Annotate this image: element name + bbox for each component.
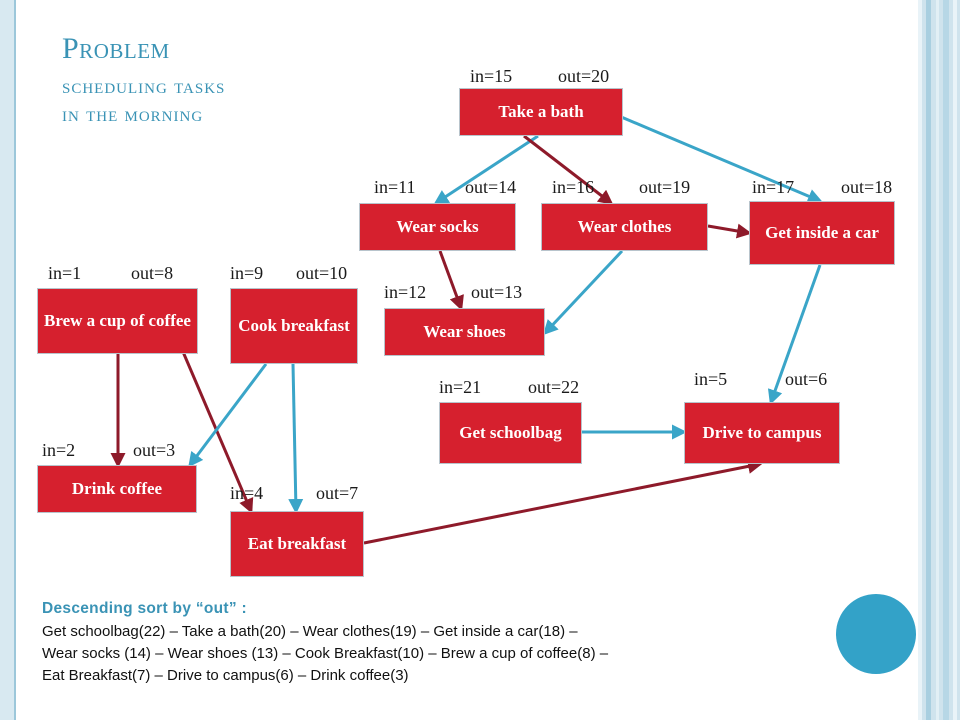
out-label-cook: out=10 bbox=[296, 263, 348, 283]
sort-line-2: Wear socks (14) – Wear shoes (13) – Cook… bbox=[42, 645, 609, 663]
left-decorative-line bbox=[14, 0, 16, 720]
in-label-eat: in=4 bbox=[230, 483, 264, 503]
slide-title: Problem scheduling tasks in the morning bbox=[62, 34, 225, 129]
right-decorative-stripes bbox=[918, 0, 960, 720]
out-label-bath: out=20 bbox=[558, 66, 610, 86]
node-shoes: Wear shoes bbox=[384, 308, 545, 356]
out-label-clothes: out=19 bbox=[639, 177, 691, 197]
node-eat: Eat breakfast bbox=[230, 511, 364, 577]
node-schoolbag: Get schoolbag bbox=[439, 402, 582, 464]
out-label-car: out=18 bbox=[841, 177, 893, 197]
out-label-drinkcoffee: out=3 bbox=[133, 440, 176, 460]
subtitle-line-2: in the morning bbox=[62, 102, 204, 127]
edge-bath-to-car bbox=[599, 106, 823, 204]
node-bath: Take a bath bbox=[459, 88, 623, 136]
in-label-car: in=17 bbox=[752, 177, 795, 197]
in-label-socks: in=11 bbox=[374, 177, 416, 197]
subtitle-line-1: scheduling tasks bbox=[62, 74, 226, 98]
edge-cook-to-drinkcoffee bbox=[188, 363, 268, 468]
sort-line-1: Get schoolbag(22) – Take a bath(20) – We… bbox=[42, 623, 578, 640]
edge-socks-to-shoes bbox=[438, 250, 464, 311]
in-label-clothes: in=16 bbox=[552, 177, 595, 197]
sort-line-3: Eat Breakfast(7) – Drive to campus(6) – … bbox=[42, 667, 409, 685]
sort-description: Descending sort by “out” : Get schoolbag… bbox=[42, 600, 902, 688]
in-label-shoes: in=12 bbox=[384, 282, 427, 302]
title-main: Problem bbox=[62, 32, 170, 65]
edge-cook-to-eat bbox=[288, 363, 304, 514]
in-label-drinkcoffee: in=2 bbox=[42, 440, 76, 460]
in-label-coffee: in=1 bbox=[48, 263, 82, 283]
out-label-drive: out=6 bbox=[785, 369, 828, 389]
node-cook: Cook breakfast bbox=[230, 288, 358, 364]
in-label-cook: in=9 bbox=[230, 263, 264, 283]
in-label-schoolbag: in=21 bbox=[439, 377, 482, 397]
edge-bath-to-socks bbox=[433, 134, 539, 205]
out-label-shoes: out=13 bbox=[471, 282, 523, 302]
edge-coffee-to-eat bbox=[170, 325, 254, 514]
in-label-bath: in=15 bbox=[470, 66, 513, 86]
node-clothes: Wear clothes bbox=[541, 203, 708, 251]
out-label-socks: out=14 bbox=[465, 177, 517, 197]
out-label-schoolbag: out=22 bbox=[528, 377, 580, 397]
edge-car-to-drive bbox=[767, 264, 822, 405]
out-label-eat: out=7 bbox=[316, 483, 359, 503]
node-drive: Drive to campus bbox=[684, 402, 840, 464]
decorative-circle bbox=[836, 594, 916, 674]
edge-clothes-to-shoes bbox=[542, 249, 624, 336]
sort-heading: Descending sort by “out” : bbox=[42, 600, 248, 617]
edge-bath-to-clothes bbox=[523, 134, 614, 205]
in-label-drive: in=5 bbox=[694, 369, 728, 389]
node-coffee: Brew a cup of coffee bbox=[37, 288, 198, 354]
node-drinkcoffee: Drink coffee bbox=[37, 465, 197, 513]
title-subtitle: scheduling tasks in the morning bbox=[62, 72, 225, 129]
node-car: Get inside a car bbox=[749, 201, 895, 265]
left-decorative-band bbox=[0, 0, 14, 720]
edge-eat-to-drive bbox=[363, 458, 763, 545]
node-socks: Wear socks bbox=[359, 203, 516, 251]
out-label-coffee: out=8 bbox=[131, 263, 174, 283]
edge-clothes-to-car bbox=[707, 223, 752, 239]
